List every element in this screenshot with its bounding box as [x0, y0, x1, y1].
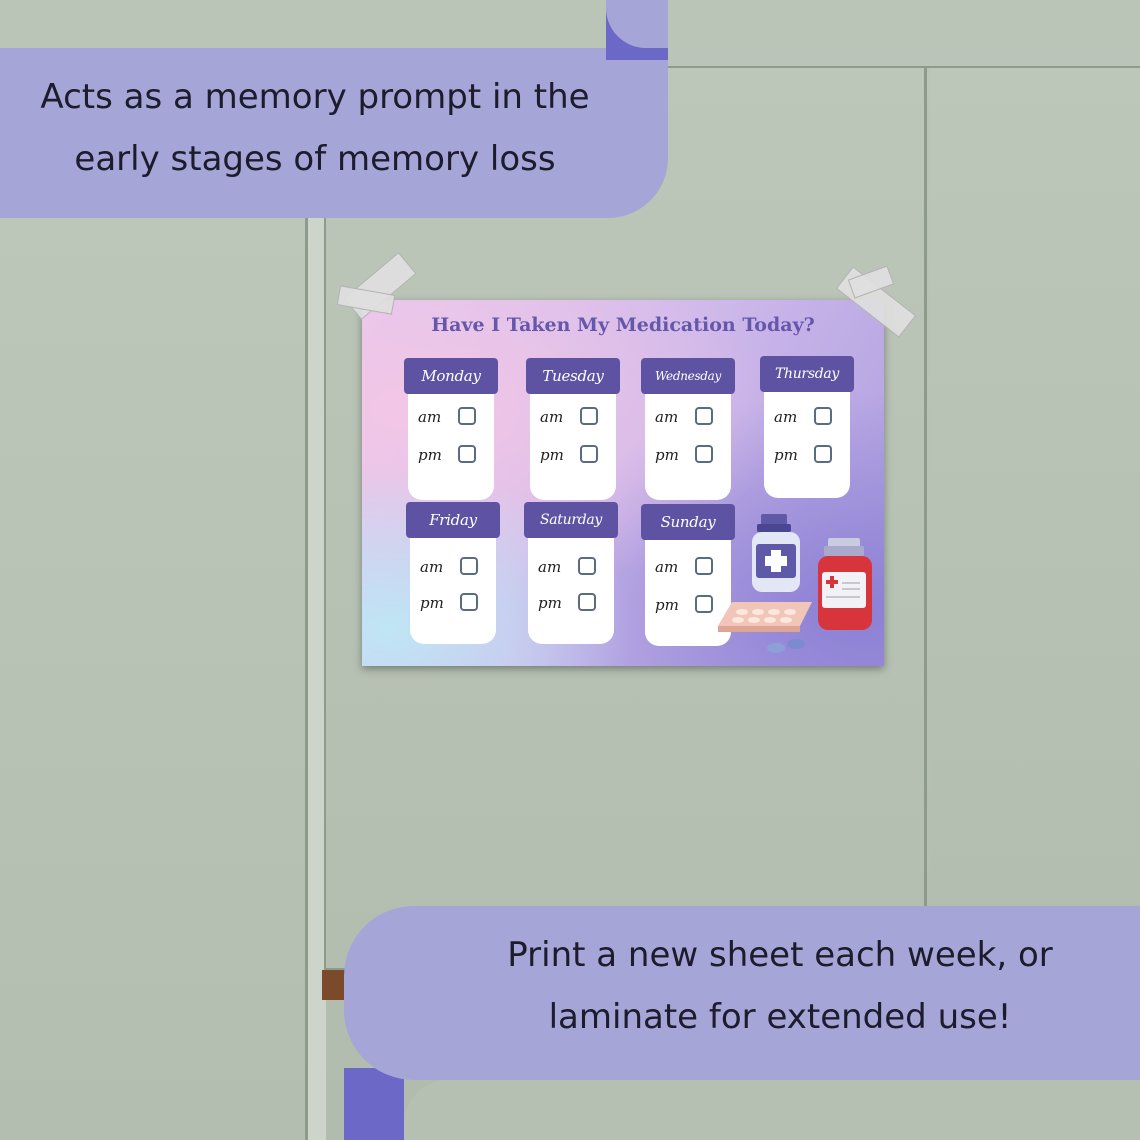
- am-row: am: [655, 556, 731, 580]
- am-row: am: [655, 406, 731, 430]
- pm-label: pm: [418, 446, 442, 464]
- pill-bottle-red-icon: [818, 538, 872, 630]
- am-row: am: [538, 556, 614, 580]
- medication-illustration: [718, 514, 872, 653]
- bottom-banner-line2: laminate for extended use!: [548, 997, 1012, 1037]
- top-banner-line2: early stages of memory loss: [74, 139, 556, 179]
- am-label: am: [538, 558, 562, 576]
- top-banner: [0, 48, 668, 218]
- am-checkbox[interactable]: [578, 557, 596, 575]
- pm-checkbox[interactable]: [580, 445, 598, 463]
- day-label: Sunday: [641, 504, 735, 540]
- pill-bottle-blue-icon: [752, 514, 800, 592]
- pm-checkbox[interactable]: [578, 593, 596, 611]
- am-label: am: [420, 558, 444, 576]
- am-checkbox[interactable]: [695, 557, 713, 575]
- day-label: Saturday: [524, 502, 618, 538]
- top-banner-line1: Acts as a memory prompt in the: [40, 77, 590, 117]
- am-row: am: [420, 556, 496, 580]
- cabinet-left: [0, 210, 305, 1140]
- am-row: am: [418, 406, 494, 430]
- day-card-sunday: Sunday am pm: [641, 504, 735, 646]
- am-label: am: [655, 558, 679, 576]
- day-card-friday: Friday am pm: [406, 502, 500, 644]
- day-label: Tuesday: [526, 358, 620, 394]
- pm-row: pm: [538, 592, 614, 616]
- pm-label: pm: [420, 594, 444, 612]
- day-label: Monday: [404, 358, 498, 394]
- panel-seam: [924, 66, 927, 906]
- pm-label: pm: [774, 446, 798, 464]
- pm-label: pm: [540, 446, 564, 464]
- pm-row: pm: [655, 444, 731, 468]
- am-checkbox[interactable]: [814, 407, 832, 425]
- pm-row: pm: [774, 444, 850, 468]
- day-label: Friday: [406, 502, 500, 538]
- day-card-monday: Monday am pm: [404, 358, 498, 500]
- pm-row: pm: [540, 444, 616, 468]
- am-checkbox[interactable]: [460, 557, 478, 575]
- tablets-icon: [767, 639, 805, 653]
- pm-checkbox[interactable]: [814, 445, 832, 463]
- medication-chart-poster: Have I Taken My Medication Today? Monday…: [362, 300, 884, 666]
- am-label: am: [655, 408, 679, 426]
- pm-row: pm: [655, 594, 731, 618]
- bottom-banner: [344, 906, 1140, 1080]
- pm-label: pm: [538, 594, 562, 612]
- panel-seam: [305, 210, 308, 1140]
- am-label: am: [418, 408, 442, 426]
- pm-row: pm: [418, 444, 494, 468]
- panel-seam: [326, 66, 1140, 68]
- am-row: am: [774, 406, 850, 430]
- pm-checkbox[interactable]: [458, 445, 476, 463]
- am-checkbox[interactable]: [458, 407, 476, 425]
- day-card-tuesday: Tuesday am pm: [526, 358, 620, 500]
- pm-label: pm: [655, 446, 679, 464]
- cabinet-right: [930, 66, 1140, 906]
- panel-edge: [308, 210, 326, 1140]
- day-card-wednesday: Wednesday am pm: [641, 358, 735, 500]
- am-label: am: [540, 408, 564, 426]
- pm-checkbox[interactable]: [460, 593, 478, 611]
- bottom-banner-gap: [404, 1080, 1140, 1140]
- panel-seam: [324, 66, 326, 970]
- pm-checkbox[interactable]: [695, 595, 713, 613]
- am-label: am: [774, 408, 798, 426]
- poster-title: Have I Taken My Medication Today?: [431, 314, 815, 336]
- day-card-saturday: Saturday am pm: [524, 502, 618, 644]
- day-label: Wednesday: [641, 358, 735, 394]
- day-label: Thursday: [760, 356, 854, 392]
- am-row: am: [540, 406, 616, 430]
- am-checkbox[interactable]: [695, 407, 713, 425]
- bottom-banner-line1: Print a new sheet each week, or: [507, 935, 1053, 975]
- pm-checkbox[interactable]: [695, 445, 713, 463]
- day-card-thursday: Thursday am pm: [760, 356, 854, 498]
- am-checkbox[interactable]: [580, 407, 598, 425]
- blister-pack-icon: [718, 602, 812, 632]
- pm-label: pm: [655, 596, 679, 614]
- pm-row: pm: [420, 592, 496, 616]
- bottom-banner-tab: [344, 1068, 404, 1140]
